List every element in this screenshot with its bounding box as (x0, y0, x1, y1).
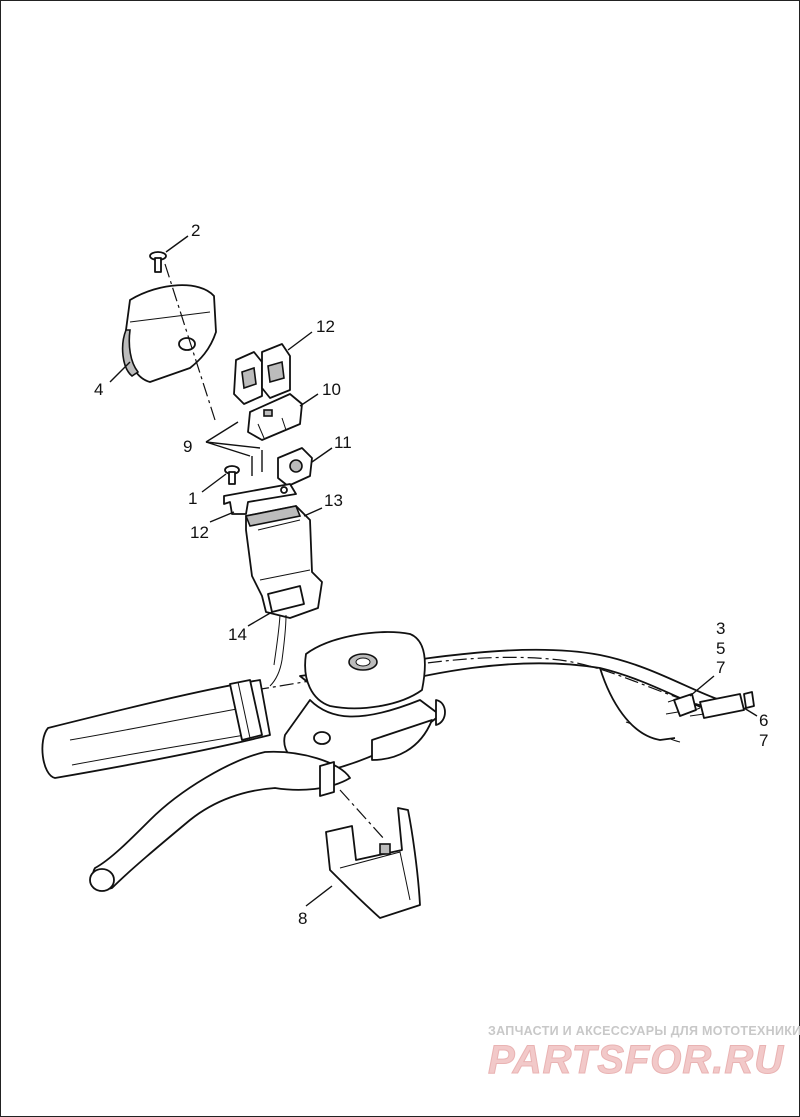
callout-5: 5 (716, 639, 725, 658)
watermark: ЗАПЧАСТИ И АКСЕССУАРЫ ДЛЯ МОТОТЕХНИКИ PA… (488, 1024, 800, 1083)
callout-2: 2 (191, 221, 200, 240)
switch-housing-upper (121, 263, 217, 421)
callout-10: 9 (183, 437, 192, 456)
callout-12: 12 (190, 523, 209, 542)
callout-6: 6 (759, 711, 768, 730)
callout-13: 12 (316, 317, 335, 336)
callout-1: 1 (188, 489, 197, 508)
pins (251, 450, 263, 476)
master-cylinder (283, 631, 446, 771)
hand-grip (41, 679, 271, 779)
callout-7b: 7 (759, 731, 768, 750)
connectors (665, 691, 755, 719)
callout-15: 14 (228, 625, 247, 644)
callout-8: 8 (298, 909, 307, 928)
button-carrier (247, 393, 303, 441)
wire-harness (269, 614, 287, 687)
brake-lever (89, 750, 351, 892)
watermark-tagline: ЗАПЧАСТИ И АКСЕССУАРЫ ДЛЯ МОТОТЕХНИКИ (488, 1024, 800, 1038)
screw-top (149, 251, 167, 273)
callout-4: 4 (94, 380, 103, 399)
callout-14: 13 (324, 491, 343, 510)
callout-labels: 2 4 12 10 9 11 1 8 11 13 14 3 5 7 6 7 8 (94, 221, 768, 928)
switch-housing-lower (244, 505, 323, 619)
small-switch (277, 447, 313, 487)
callout-7a: 7 (716, 658, 725, 677)
callout-11: 11 (334, 433, 352, 452)
bracket (223, 483, 297, 515)
callout-3: 3 (716, 619, 725, 638)
lower-housing (325, 789, 421, 919)
callout-9: 10 (322, 380, 341, 399)
screw-small (224, 465, 240, 485)
leader-lines (109, 235, 758, 907)
watermark-logo: PARTSFOR.RU (488, 1038, 784, 1082)
switch-buttons (233, 343, 291, 405)
